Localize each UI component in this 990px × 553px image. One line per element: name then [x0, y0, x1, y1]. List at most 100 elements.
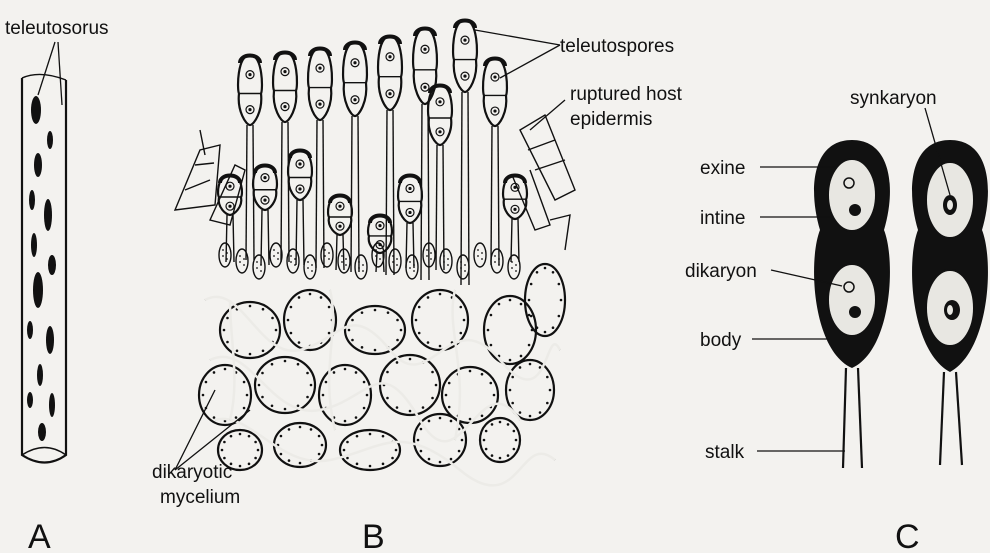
spore-nucleus [423, 86, 426, 89]
spore-nucleus [388, 92, 391, 95]
spore-nucleus [408, 187, 411, 190]
hyphal-dot [299, 462, 302, 465]
spore-apex [485, 59, 505, 67]
hyphal-dot [309, 293, 312, 296]
basal-dot [379, 258, 381, 260]
basal-dot [481, 258, 483, 260]
spore-stalk [358, 116, 359, 272]
hyphal-dot [396, 406, 399, 409]
hyphal-dot [280, 435, 283, 438]
basal-dot [328, 258, 330, 260]
hyphal-dot [321, 444, 324, 447]
hyphal-dot [544, 267, 547, 270]
hyphal-dot [351, 319, 354, 322]
hyphal-dot [469, 370, 472, 373]
host-cell [284, 290, 336, 350]
teleutospore [343, 42, 367, 116]
hyphal-dot [513, 448, 516, 451]
hyphal-dot [205, 381, 208, 384]
basal-dot [260, 270, 262, 272]
hyphal-dot [280, 453, 283, 456]
hyphal-dot [487, 329, 490, 332]
hyphal-dot [271, 404, 274, 407]
spore-stalk [498, 126, 499, 265]
spore-nucleus [513, 208, 516, 211]
hyphal-dot [507, 423, 510, 426]
basal-cell [304, 255, 316, 279]
hyphal-dot [519, 366, 522, 369]
hyphal-dot [246, 394, 249, 397]
basal-dot [460, 267, 462, 269]
hyphal-dot [346, 457, 349, 460]
spore-nucleus [408, 211, 411, 214]
basal-dot [396, 264, 398, 266]
hyphal-dot [290, 306, 293, 309]
basal-dot [222, 255, 224, 257]
hyphal-dot [248, 435, 251, 438]
spore-nucleus [388, 55, 391, 58]
hyphal-dot [459, 306, 462, 309]
basal-dot [341, 255, 343, 257]
hyphal-dot [356, 463, 359, 466]
hyphal-dot [297, 404, 300, 407]
hyphal-dot [448, 382, 451, 385]
basal-dot [464, 264, 466, 266]
hyphal-dot [202, 394, 205, 397]
hyphal-dot [552, 326, 555, 329]
label-body: body [700, 330, 742, 351]
hyphal-dot [221, 449, 224, 452]
hyphal-dot [400, 329, 403, 332]
hyphal-dot [306, 372, 309, 375]
hyphal-dot [306, 396, 309, 399]
hyphal-dot [546, 376, 549, 379]
basal-dot [430, 258, 432, 260]
host-cell [442, 367, 498, 423]
basal-dot [324, 249, 326, 251]
hyphal-dot [409, 410, 412, 413]
label-exine: exine [700, 158, 745, 179]
panel-label-a: A [28, 518, 51, 553]
spore-left [814, 140, 890, 468]
hyphal-dot [361, 311, 364, 314]
hyphal-dot [297, 363, 300, 366]
spore-nucleus [228, 185, 231, 188]
basal-dot [392, 261, 394, 263]
hyphal-dot [355, 371, 358, 374]
hyphal-dot [490, 314, 493, 317]
basal-dot [498, 258, 500, 260]
spore-stalk [281, 122, 282, 262]
hyphal-dot [481, 414, 484, 417]
hyphal-dot [530, 283, 533, 286]
basal-cell [355, 255, 367, 279]
basal-cell [440, 249, 452, 273]
basal-cell [253, 255, 265, 279]
hyphal-dot [299, 426, 302, 429]
basal-dot [311, 264, 313, 266]
hyphal-dot [355, 416, 358, 419]
hyphal-dot [463, 319, 466, 322]
basal-cell [270, 243, 282, 267]
hyphal-dot [515, 439, 518, 442]
basal-dot [256, 267, 258, 269]
hyphal-dot [322, 394, 325, 397]
hyphal-dot [428, 458, 431, 461]
hyphal-dot [461, 439, 464, 442]
basal-dot [447, 264, 449, 266]
basal-cell [372, 243, 384, 267]
hyphal-dot [529, 363, 532, 366]
spore-nucleus [463, 39, 466, 42]
spore-stalk [246, 125, 247, 260]
host-cell [340, 430, 400, 470]
panel-a-stem [22, 42, 66, 463]
hyphal-dot [344, 368, 347, 371]
hyphal-dot [387, 311, 390, 314]
hyphal-dot [489, 382, 492, 385]
teleutosori-streaks [27, 96, 56, 441]
hyphal-dot [417, 439, 420, 442]
hyphal-dot [509, 389, 512, 392]
basal-dot [447, 258, 449, 260]
hyphal-dot [239, 465, 242, 468]
panel-b-section [175, 20, 575, 485]
hyphal-dot [549, 389, 552, 392]
hyphal-dot [243, 407, 246, 410]
